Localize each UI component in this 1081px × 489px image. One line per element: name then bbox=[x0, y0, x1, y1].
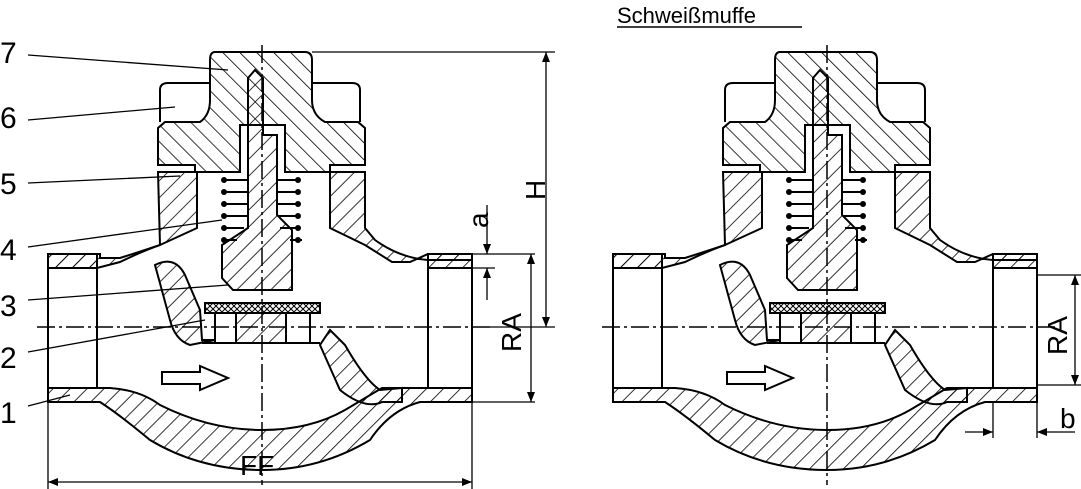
valve-section-weld-socket bbox=[601, 44, 1056, 486]
part-label-1: 1 bbox=[0, 397, 17, 430]
dim-FF: FF bbox=[240, 450, 274, 481]
part-label-7: 7 bbox=[0, 37, 17, 70]
dim-H: H bbox=[520, 180, 551, 200]
dim-b: b bbox=[1060, 403, 1076, 434]
dimensions-right: RA b bbox=[965, 274, 1081, 438]
title-schweissmuffe: Schweißmuffe bbox=[617, 3, 756, 28]
part-label-5: 5 bbox=[0, 168, 17, 201]
part-label-2: 2 bbox=[0, 342, 17, 375]
dim-RA-right: RA bbox=[1042, 316, 1073, 355]
part-label-3: 3 bbox=[0, 290, 17, 323]
dim-RA-left: RA bbox=[496, 313, 527, 352]
part-label-4: 4 bbox=[0, 234, 17, 267]
dimensions-left: H a RA FF bbox=[47, 51, 555, 489]
part-labels: 7 6 5 4 3 2 1 bbox=[0, 37, 229, 430]
dim-a: a bbox=[463, 212, 494, 228]
part-label-6: 6 bbox=[0, 102, 17, 135]
valve-section-socket bbox=[36, 44, 491, 486]
